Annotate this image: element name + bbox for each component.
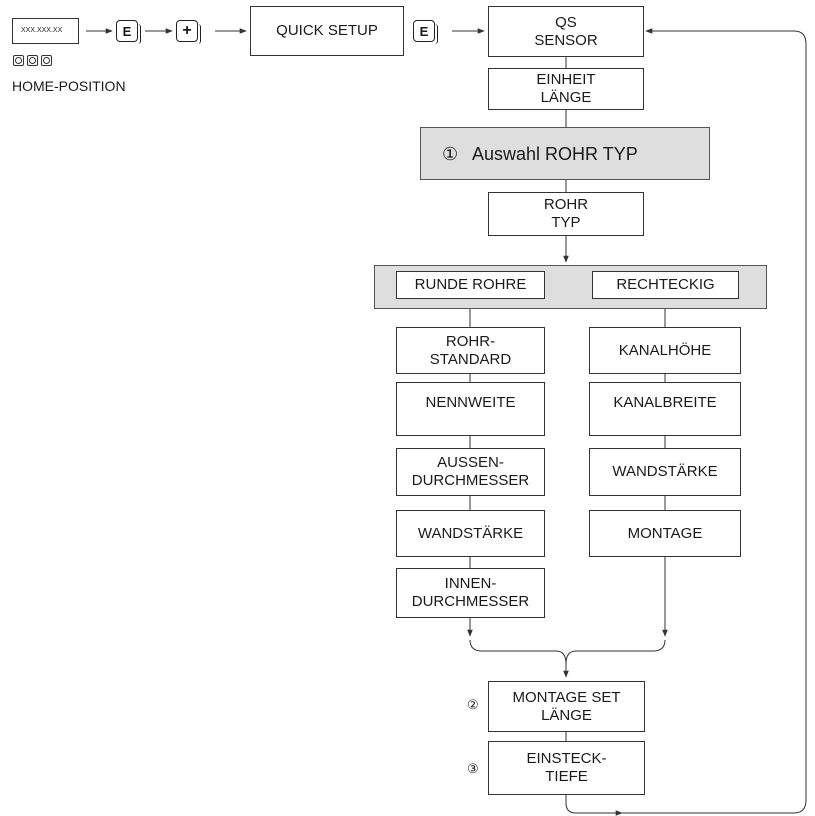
display-text: XXX.XXX.XX bbox=[21, 27, 63, 34]
minus-key-icon[interactable] bbox=[13, 55, 24, 66]
plus-key-icon[interactable] bbox=[27, 55, 38, 66]
wandstaerke-right-box[interactable]: WANDSTÄRKE bbox=[589, 448, 741, 496]
selection-label: Auswahl ROHR TYP bbox=[472, 144, 638, 164]
runde-rohre-option[interactable]: RUNDE ROHRE bbox=[396, 271, 545, 299]
nennweite-box[interactable]: NENNWEITE bbox=[396, 382, 545, 436]
rechteckig-option[interactable]: RECHTECKIG bbox=[592, 271, 739, 299]
enter-key-2[interactable]: E bbox=[413, 20, 438, 44]
kanalbreite-box[interactable]: KANALBREITE bbox=[589, 382, 741, 436]
einstecktiefe-box[interactable]: EINSTECK- TIEFE bbox=[488, 741, 645, 795]
aussen-durchmesser-box[interactable]: AUSSEN- DURCHMESSER bbox=[396, 448, 545, 496]
home-position-label: HOME-POSITION bbox=[12, 78, 126, 94]
quick-setup-box[interactable]: QUICK SETUP bbox=[250, 6, 404, 56]
enter-key-icon[interactable] bbox=[41, 55, 52, 66]
wandstaerke-left-box[interactable]: WANDSTÄRKE bbox=[396, 510, 545, 557]
rohr-standard-box[interactable]: ROHR- STANDARD bbox=[396, 327, 545, 374]
home-display: XXX.XXX.XX bbox=[12, 18, 79, 44]
einheit-laenge-box[interactable]: EINHEIT LÄNGE bbox=[488, 68, 644, 110]
plus-key[interactable]: + bbox=[176, 20, 201, 44]
qs-sensor-box[interactable]: QS SENSOR bbox=[488, 6, 644, 57]
montage-set-laenge-box[interactable]: MONTAGE SET LÄNGE bbox=[488, 681, 645, 732]
kanalhoehe-box[interactable]: KANALHÖHE bbox=[589, 327, 741, 374]
operating-keys bbox=[13, 55, 52, 66]
montage-box[interactable]: MONTAGE bbox=[589, 510, 741, 557]
innen-durchmesser-box[interactable]: INNEN- DURCHMESSER bbox=[396, 568, 545, 618]
marker-two: ② bbox=[467, 697, 479, 712]
rohr-typ-box[interactable]: ROHR TYP bbox=[488, 192, 644, 236]
auswahl-rohr-typ-band bbox=[420, 127, 710, 180]
marker-three: ③ bbox=[467, 761, 479, 776]
selection-number: ① bbox=[442, 144, 459, 164]
enter-key-1[interactable]: E bbox=[116, 20, 141, 44]
